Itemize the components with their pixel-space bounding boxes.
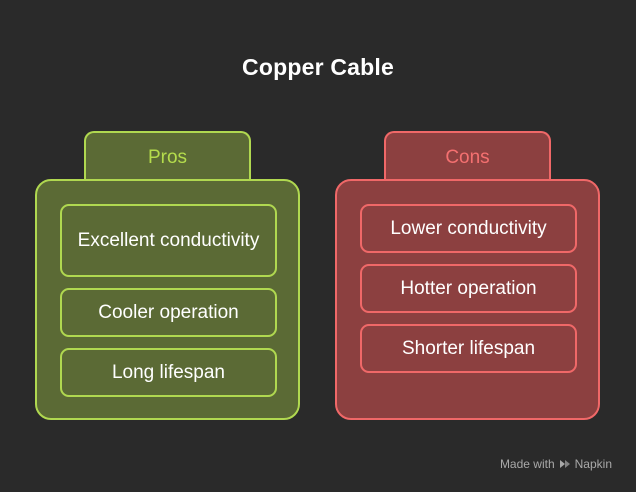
pros-item: Excellent conductivity (60, 204, 277, 277)
made-with-label: Made with (499, 457, 555, 471)
made-with-footer: Made with Napkin (500, 457, 612, 471)
napkin-brand-label: Napkin (574, 457, 612, 471)
pros-header-tab: Pros (84, 131, 251, 181)
pros-panel: Excellent conductivity Cooler operation … (35, 179, 300, 420)
cons-item: Shorter lifespan (360, 324, 577, 373)
diagram-title: Copper Cable (242, 54, 394, 80)
cons-item: Hotter operation (360, 264, 577, 313)
pros-item: Long lifespan (60, 348, 277, 397)
cons-header-tab: Cons (384, 131, 551, 181)
napkin-logo-icon (559, 458, 571, 470)
cons-item: Lower conductivity (360, 204, 577, 253)
pros-item: Cooler operation (60, 288, 277, 337)
cons-panel: Lower conductivity Hotter operation Shor… (335, 179, 600, 420)
